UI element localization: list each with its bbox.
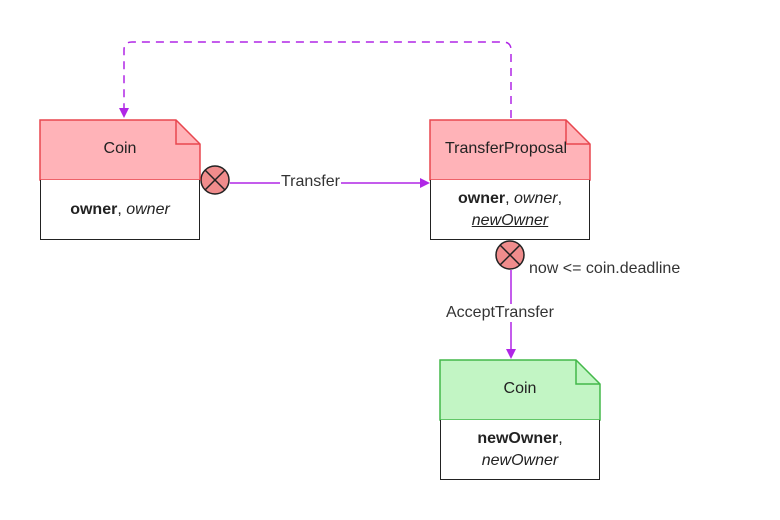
node-title: Coin [503, 380, 537, 397]
field-underline: newOwner [471, 211, 549, 229]
field-italic: owner [126, 200, 170, 218]
node-title: Coin [103, 140, 137, 157]
transfer-proposal-header [429, 119, 591, 181]
transfer-edge-label: Transfer [280, 173, 341, 191]
node-fields-line-2: newOwner [472, 210, 548, 232]
field-bold: owner [70, 200, 118, 218]
coin-left-node: Coin owner, owner [40, 120, 200, 240]
transfer-proposal-node: TransferProposal owner, owner, newOwner [430, 120, 590, 240]
field-bold: newOwner [477, 429, 559, 447]
field-italic: newOwner [481, 451, 559, 469]
node-title: TransferProposal [444, 140, 568, 157]
node-body: owner, owner, newOwner [430, 180, 590, 240]
field-separator: , [558, 429, 563, 447]
node-fields-line-2: newOwner [482, 450, 558, 472]
field-separator: , [557, 189, 563, 207]
field-separator: , [117, 200, 127, 218]
node-fields: owner, owner [70, 199, 170, 221]
dashed-return-edge [119, 41, 512, 118]
field-separator: , [505, 189, 514, 207]
node-body: owner, owner [40, 180, 200, 240]
field-bold: owner [457, 189, 506, 207]
field-italic: owner [513, 189, 558, 207]
node-fields-line-1: owner, owner, [458, 188, 562, 210]
consume-gate-icon [495, 240, 525, 270]
coin-bottom-node: Coin newOwner, newOwner [440, 360, 600, 480]
consume-gate-icon [200, 165, 230, 195]
accept-transfer-edge-label: AcceptTransfer [445, 304, 555, 322]
coin-bottom-header [439, 359, 601, 421]
node-body: newOwner, newOwner [440, 420, 600, 480]
guard-label: now <= coin.deadline [528, 260, 682, 278]
coin-left-header [39, 119, 201, 181]
node-fields-line-1: newOwner, [477, 428, 562, 450]
